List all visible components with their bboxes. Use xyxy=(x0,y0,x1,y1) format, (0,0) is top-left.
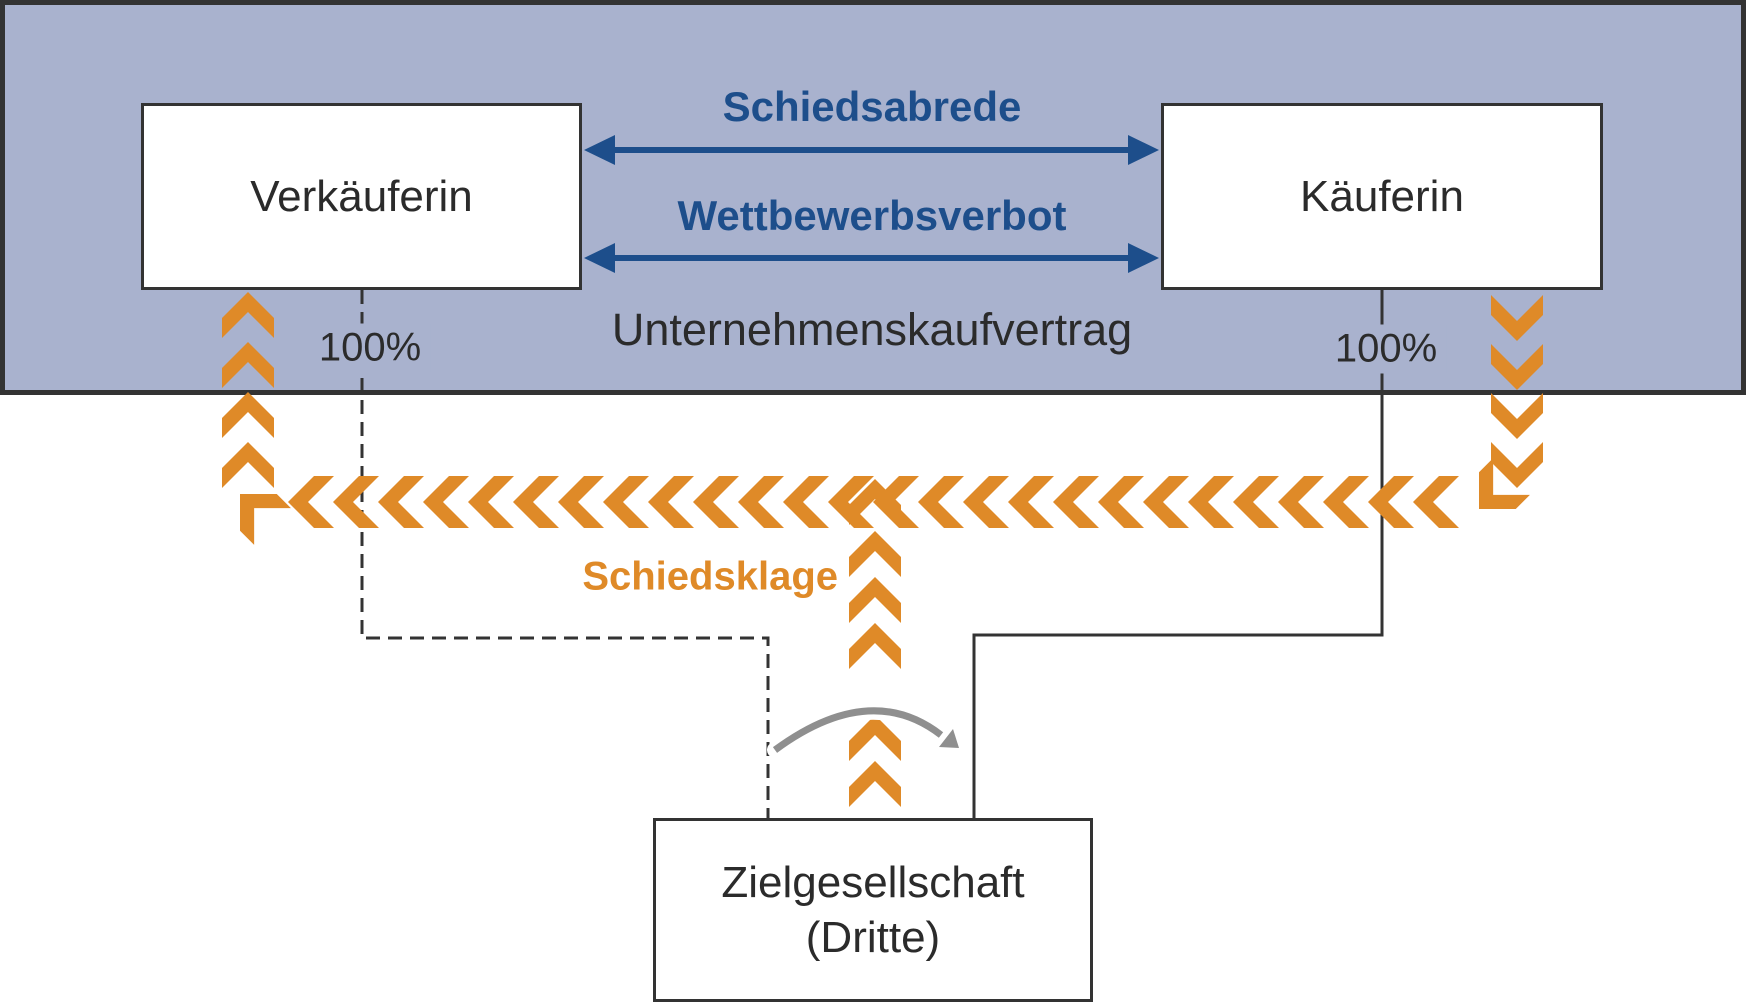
assignment-arc-arrow xyxy=(767,703,959,758)
buyer-label: Käuferin xyxy=(1300,172,1464,221)
target-label-line1: Zielgesellschaft xyxy=(721,858,1025,907)
buyer-box: Käuferin xyxy=(1161,103,1603,290)
purchase-agreement-label: Unternehmenskaufvertrag xyxy=(611,304,1133,355)
buyer-ownership-label: 100% xyxy=(1324,324,1448,374)
seller-ownership-label: 100% xyxy=(308,323,432,373)
seller-box: Verkäuferin xyxy=(141,103,582,290)
seller-label: Verkäuferin xyxy=(250,172,473,221)
target-label-line2: (Dritte) xyxy=(805,913,941,962)
non-compete-label: Wettbewerbsverbot xyxy=(677,192,1067,239)
target-box: Zielgesellschaft (Dritte) xyxy=(653,818,1093,1002)
arbitration-claim-label: Schiedsklage xyxy=(582,554,838,599)
arbitration-clause-label: Schiedsabrede xyxy=(722,83,1022,130)
